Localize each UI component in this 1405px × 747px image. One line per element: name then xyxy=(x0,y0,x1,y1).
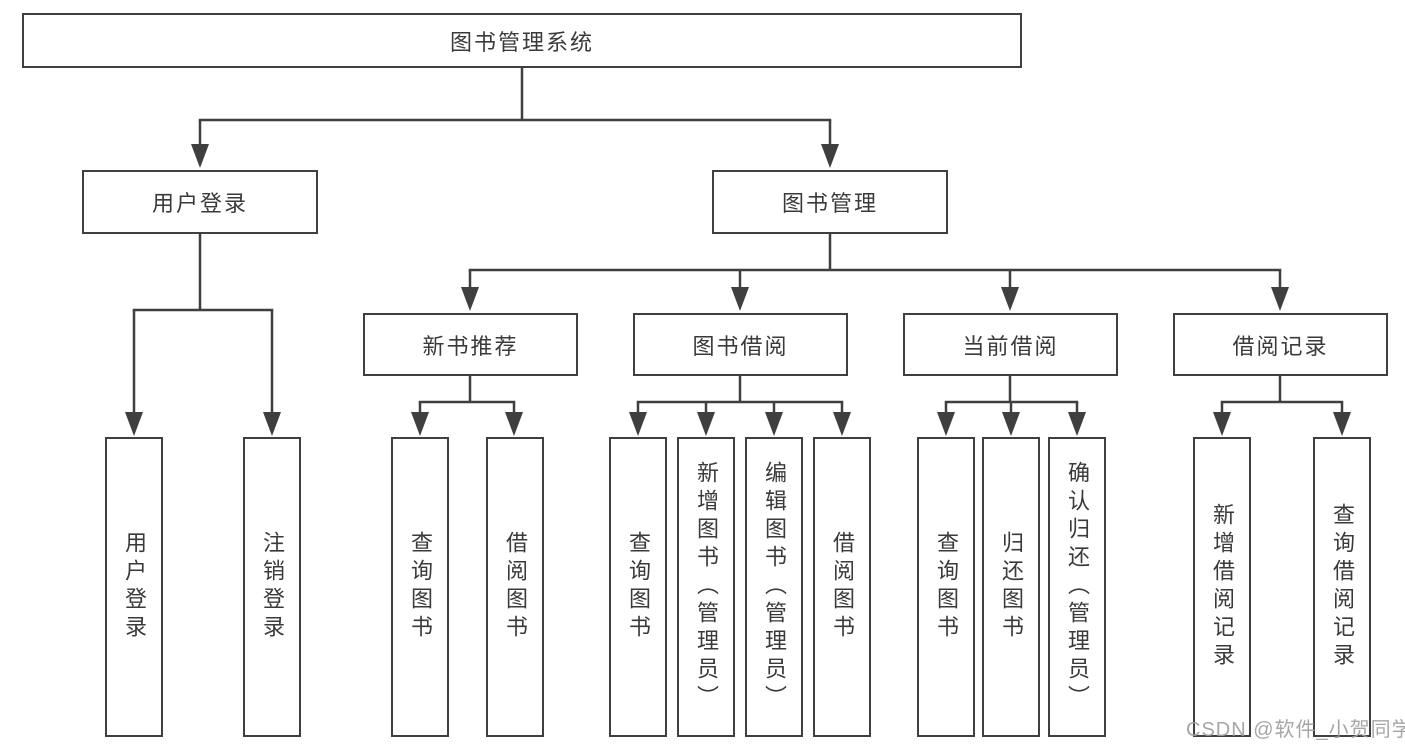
node-label: 新增借阅记录 xyxy=(1210,503,1235,671)
node-book-management: 图书管理 xyxy=(712,170,948,234)
node-label: 查询图书 xyxy=(626,531,651,643)
node-label: 编辑图书（管理员） xyxy=(762,461,787,713)
leaf-add-book-admin: 新增图书（管理员） xyxy=(677,437,735,737)
leaf-query-borrow-record: 查询借阅记录 xyxy=(1313,437,1371,737)
leaf-edit-book-admin: 编辑图书（管理员） xyxy=(745,437,803,737)
leaf-query-books-borrow: 查询图书 xyxy=(609,437,667,737)
node-label: 借阅图书 xyxy=(503,531,528,643)
csdn-watermark: CSDN @软件_小贺同学 xyxy=(1186,719,1405,741)
node-label: 新增图书（管理员） xyxy=(694,461,719,713)
node-label: 查询借阅记录 xyxy=(1330,503,1355,671)
leaf-add-borrow-record: 新增借阅记录 xyxy=(1193,437,1251,737)
node-label: 图书管理 xyxy=(781,191,878,216)
leaf-user-login: 用户登录 xyxy=(105,437,163,737)
node-label: 注销登录 xyxy=(260,531,285,643)
leaf-return-books: 归还图书 xyxy=(982,437,1040,737)
leaf-borrow-books: 借阅图书 xyxy=(813,437,871,737)
node-label: 当前借阅 xyxy=(962,333,1059,359)
node-library-management-system: 图书管理系统 xyxy=(22,13,1022,68)
leaf-query-books-current: 查询图书 xyxy=(917,437,975,737)
node-label: 用户登录 xyxy=(151,191,248,216)
node-label: 图书借阅 xyxy=(692,333,789,359)
node-label: 确认归还（管理员） xyxy=(1065,461,1090,713)
leaf-logout: 注销登录 xyxy=(243,437,301,737)
node-user-login: 用户登录 xyxy=(82,170,318,234)
leaf-borrow-books-recommend: 借阅图书 xyxy=(486,437,544,737)
node-label: 查询图书 xyxy=(934,531,959,643)
node-current-borrow: 当前借阅 xyxy=(903,313,1118,376)
leaf-query-books-recommend: 查询图书 xyxy=(391,437,449,737)
leaf-confirm-return-admin: 确认归还（管理员） xyxy=(1048,437,1106,737)
node-label: 借阅记录 xyxy=(1232,333,1329,359)
node-label: 借阅图书 xyxy=(830,531,855,643)
node-label: 归还图书 xyxy=(999,531,1024,643)
node-label: 新书推荐 xyxy=(422,333,519,359)
node-label: 用户登录 xyxy=(122,531,147,643)
node-borrow-records: 借阅记录 xyxy=(1173,313,1388,376)
node-label: 图书管理系统 xyxy=(449,29,594,55)
node-book-borrow: 图书借阅 xyxy=(633,313,848,376)
node-label: 查询图书 xyxy=(408,531,433,643)
node-new-book-recommend: 新书推荐 xyxy=(363,313,578,376)
